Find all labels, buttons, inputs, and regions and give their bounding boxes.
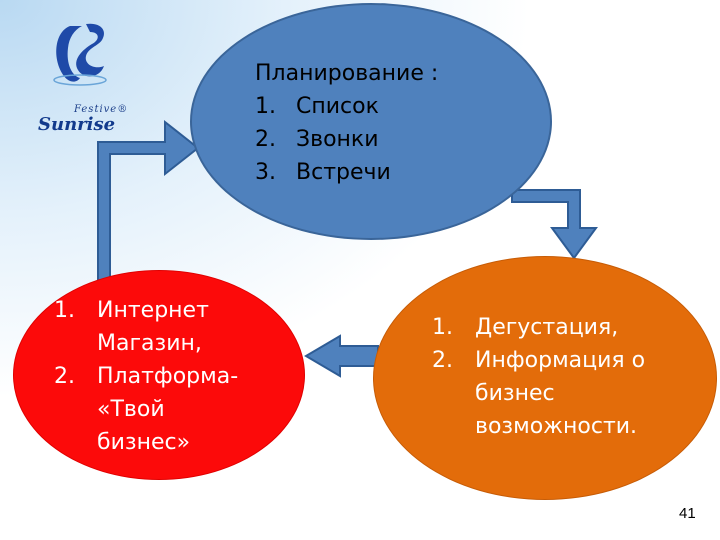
- list-item: 1.Список: [255, 94, 379, 119]
- arrow-to-planning: [97, 119, 200, 281]
- planning-node: [190, 3, 552, 240]
- fs-logo-icon: [53, 23, 107, 86]
- list-item: 2. Платформа- «Твой бизнес»: [54, 364, 239, 455]
- tasting-list: 1. Дегустация, 2. Информация о бизнес во…: [432, 311, 705, 443]
- planning-list: 1.Список 2.Звонки 3.Встречи: [255, 90, 391, 189]
- online-node: [13, 270, 305, 480]
- logo-small-text: Festive®: [74, 104, 129, 115]
- list-item: 1. Интернет Магазин,: [54, 298, 209, 356]
- logo-brand-text: Sunrise: [38, 114, 116, 135]
- list-item: 2.Звонки: [255, 127, 379, 152]
- arrow-to-online: [304, 334, 379, 378]
- arrow-to-tasting: [511, 189, 598, 260]
- page-number: 41: [679, 505, 696, 522]
- planning-title: Планирование :: [255, 61, 439, 86]
- company-logo: Festive® Sunrise: [32, 18, 142, 138]
- online-list: 1. Интернет Магазин, 2. Платформа- «Твой…: [54, 294, 307, 459]
- tasting-node: [373, 256, 717, 500]
- list-item: 2. Информация о бизнес возможности.: [432, 348, 646, 439]
- list-item: 1. Дегустация,: [432, 315, 619, 340]
- list-item: 3.Встречи: [255, 160, 391, 185]
